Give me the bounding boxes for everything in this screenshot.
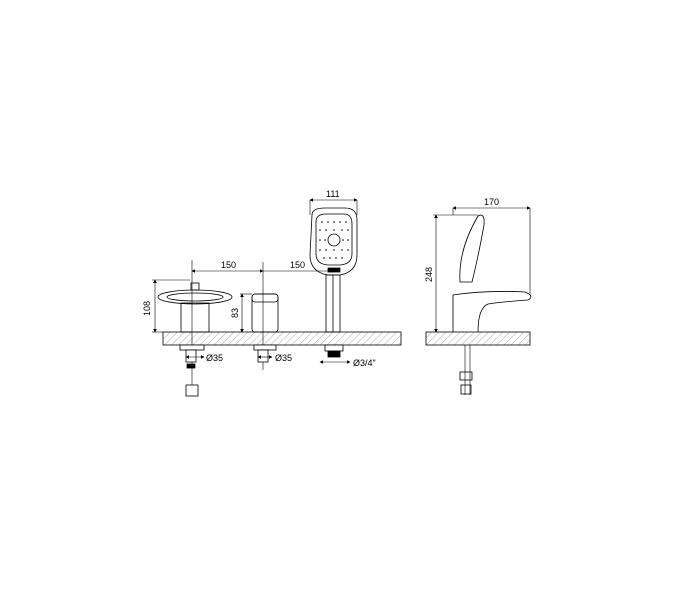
label-hand-shower-width: 111 <box>326 189 340 199</box>
label-total-height: 248 <box>424 267 434 282</box>
spout-body-side <box>452 291 532 333</box>
label-spacing-left: 150 <box>221 260 236 270</box>
shower-nozzles <box>319 221 349 259</box>
label-depth: 170 <box>484 197 499 207</box>
label-handle-diameter: Ø35 <box>275 353 292 363</box>
label-spout-height: 108 <box>142 301 152 316</box>
countertop-front <box>162 331 402 346</box>
hand-shower-side <box>459 214 485 283</box>
dimension-lines-side <box>433 206 531 333</box>
dimension-lines-front <box>152 198 358 364</box>
label-handle-height: 83 <box>230 308 240 318</box>
hand-shower-fixture <box>309 207 358 358</box>
label-spacing-right: 150 <box>290 260 305 270</box>
side-view <box>425 206 532 395</box>
label-spout-diameter: Ø35 <box>206 353 223 363</box>
label-thread-size: Ø3/4" <box>353 358 376 368</box>
front-view <box>152 198 402 397</box>
